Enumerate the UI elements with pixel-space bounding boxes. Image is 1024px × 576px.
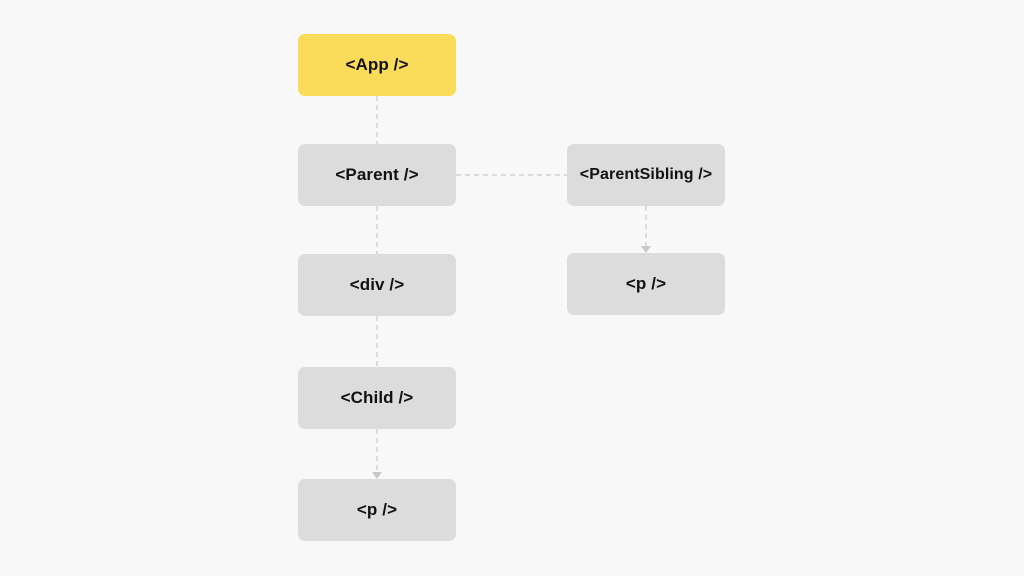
node-parent-label: <Parent /> bbox=[335, 165, 419, 184]
node-app: <App /> bbox=[298, 34, 456, 96]
node-app-label: <App /> bbox=[345, 55, 409, 74]
node-child-label: <Child /> bbox=[340, 388, 414, 407]
node-parent-sibling-label: <ParentSibling /> bbox=[579, 166, 713, 183]
node-p-sibling-label: <p /> bbox=[625, 274, 667, 293]
node-p-child-label: <p /> bbox=[356, 500, 398, 519]
node-parent-sibling: <ParentSibling /> bbox=[567, 144, 725, 206]
arrowhead-child-p bbox=[372, 472, 382, 479]
arrowhead-parentsibling-p bbox=[641, 246, 651, 253]
node-p-sibling: <p /> bbox=[567, 253, 725, 315]
node-div-label: <div /> bbox=[349, 275, 405, 294]
node-p-child: <p /> bbox=[298, 479, 456, 541]
node-parent: <Parent /> bbox=[298, 144, 456, 206]
node-child: <Child /> bbox=[298, 367, 456, 429]
node-div: <div /> bbox=[298, 254, 456, 316]
